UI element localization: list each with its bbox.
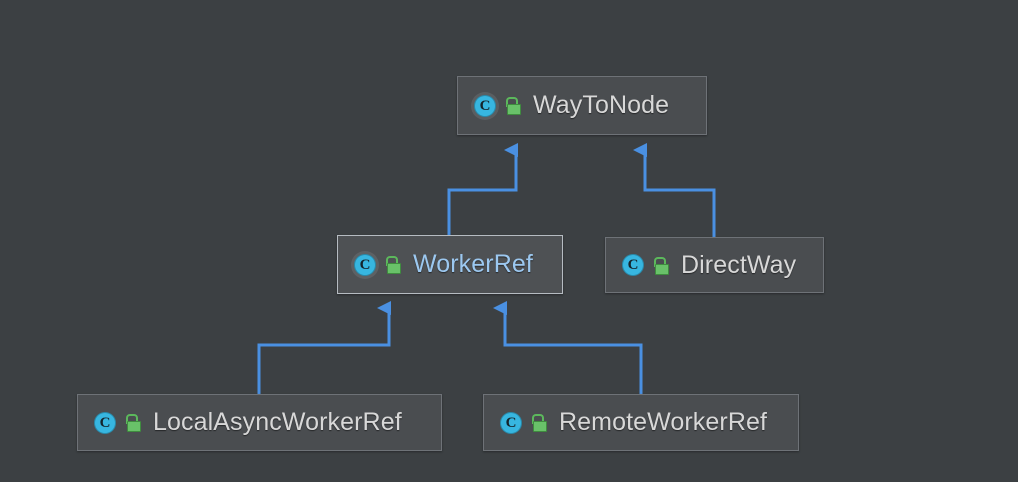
class-node-way-to-node[interactable]: C WayToNode (457, 76, 707, 135)
class-node-label: RemoteWorkerRef (559, 408, 768, 436)
node-icon-group: C (471, 91, 521, 120)
class-c-icon: C (498, 410, 524, 436)
public-lock-icon (653, 256, 669, 275)
class-node-worker-ref[interactable]: C WorkerRef (337, 235, 563, 294)
class-c-icon: C (351, 250, 379, 279)
class-node-label: WayToNode (533, 91, 670, 119)
class-c-icon: C (92, 410, 118, 436)
public-lock-icon (505, 97, 521, 115)
public-lock-icon (385, 256, 401, 274)
edge-direct-way-to-way-to-node (633, 143, 716, 237)
node-icon-group: C (498, 410, 547, 436)
node-icon-group: C (92, 410, 141, 436)
class-node-direct-way[interactable]: C DirectWay (605, 237, 824, 293)
edge-local-async-worker-ref-to-worker-ref (257, 301, 391, 394)
edge-remote-worker-ref-to-worker-ref (493, 301, 643, 394)
class-c-icon: C (471, 91, 499, 120)
edge-worker-ref-to-way-to-node (447, 143, 518, 235)
class-node-label: LocalAsyncWorkerRef (153, 408, 402, 436)
node-icon-group: C (351, 250, 401, 279)
public-lock-icon (125, 414, 141, 432)
class-node-local-async-worker-ref[interactable]: C LocalAsyncWorkerRef (77, 394, 442, 451)
class-node-remote-worker-ref[interactable]: C RemoteWorkerRef (483, 394, 799, 451)
class-node-label: DirectWay (681, 250, 797, 279)
class-c-icon: C (620, 252, 646, 278)
node-icon-group: C (620, 252, 669, 278)
class-node-label: WorkerRef (413, 250, 533, 278)
public-lock-icon (531, 414, 547, 432)
